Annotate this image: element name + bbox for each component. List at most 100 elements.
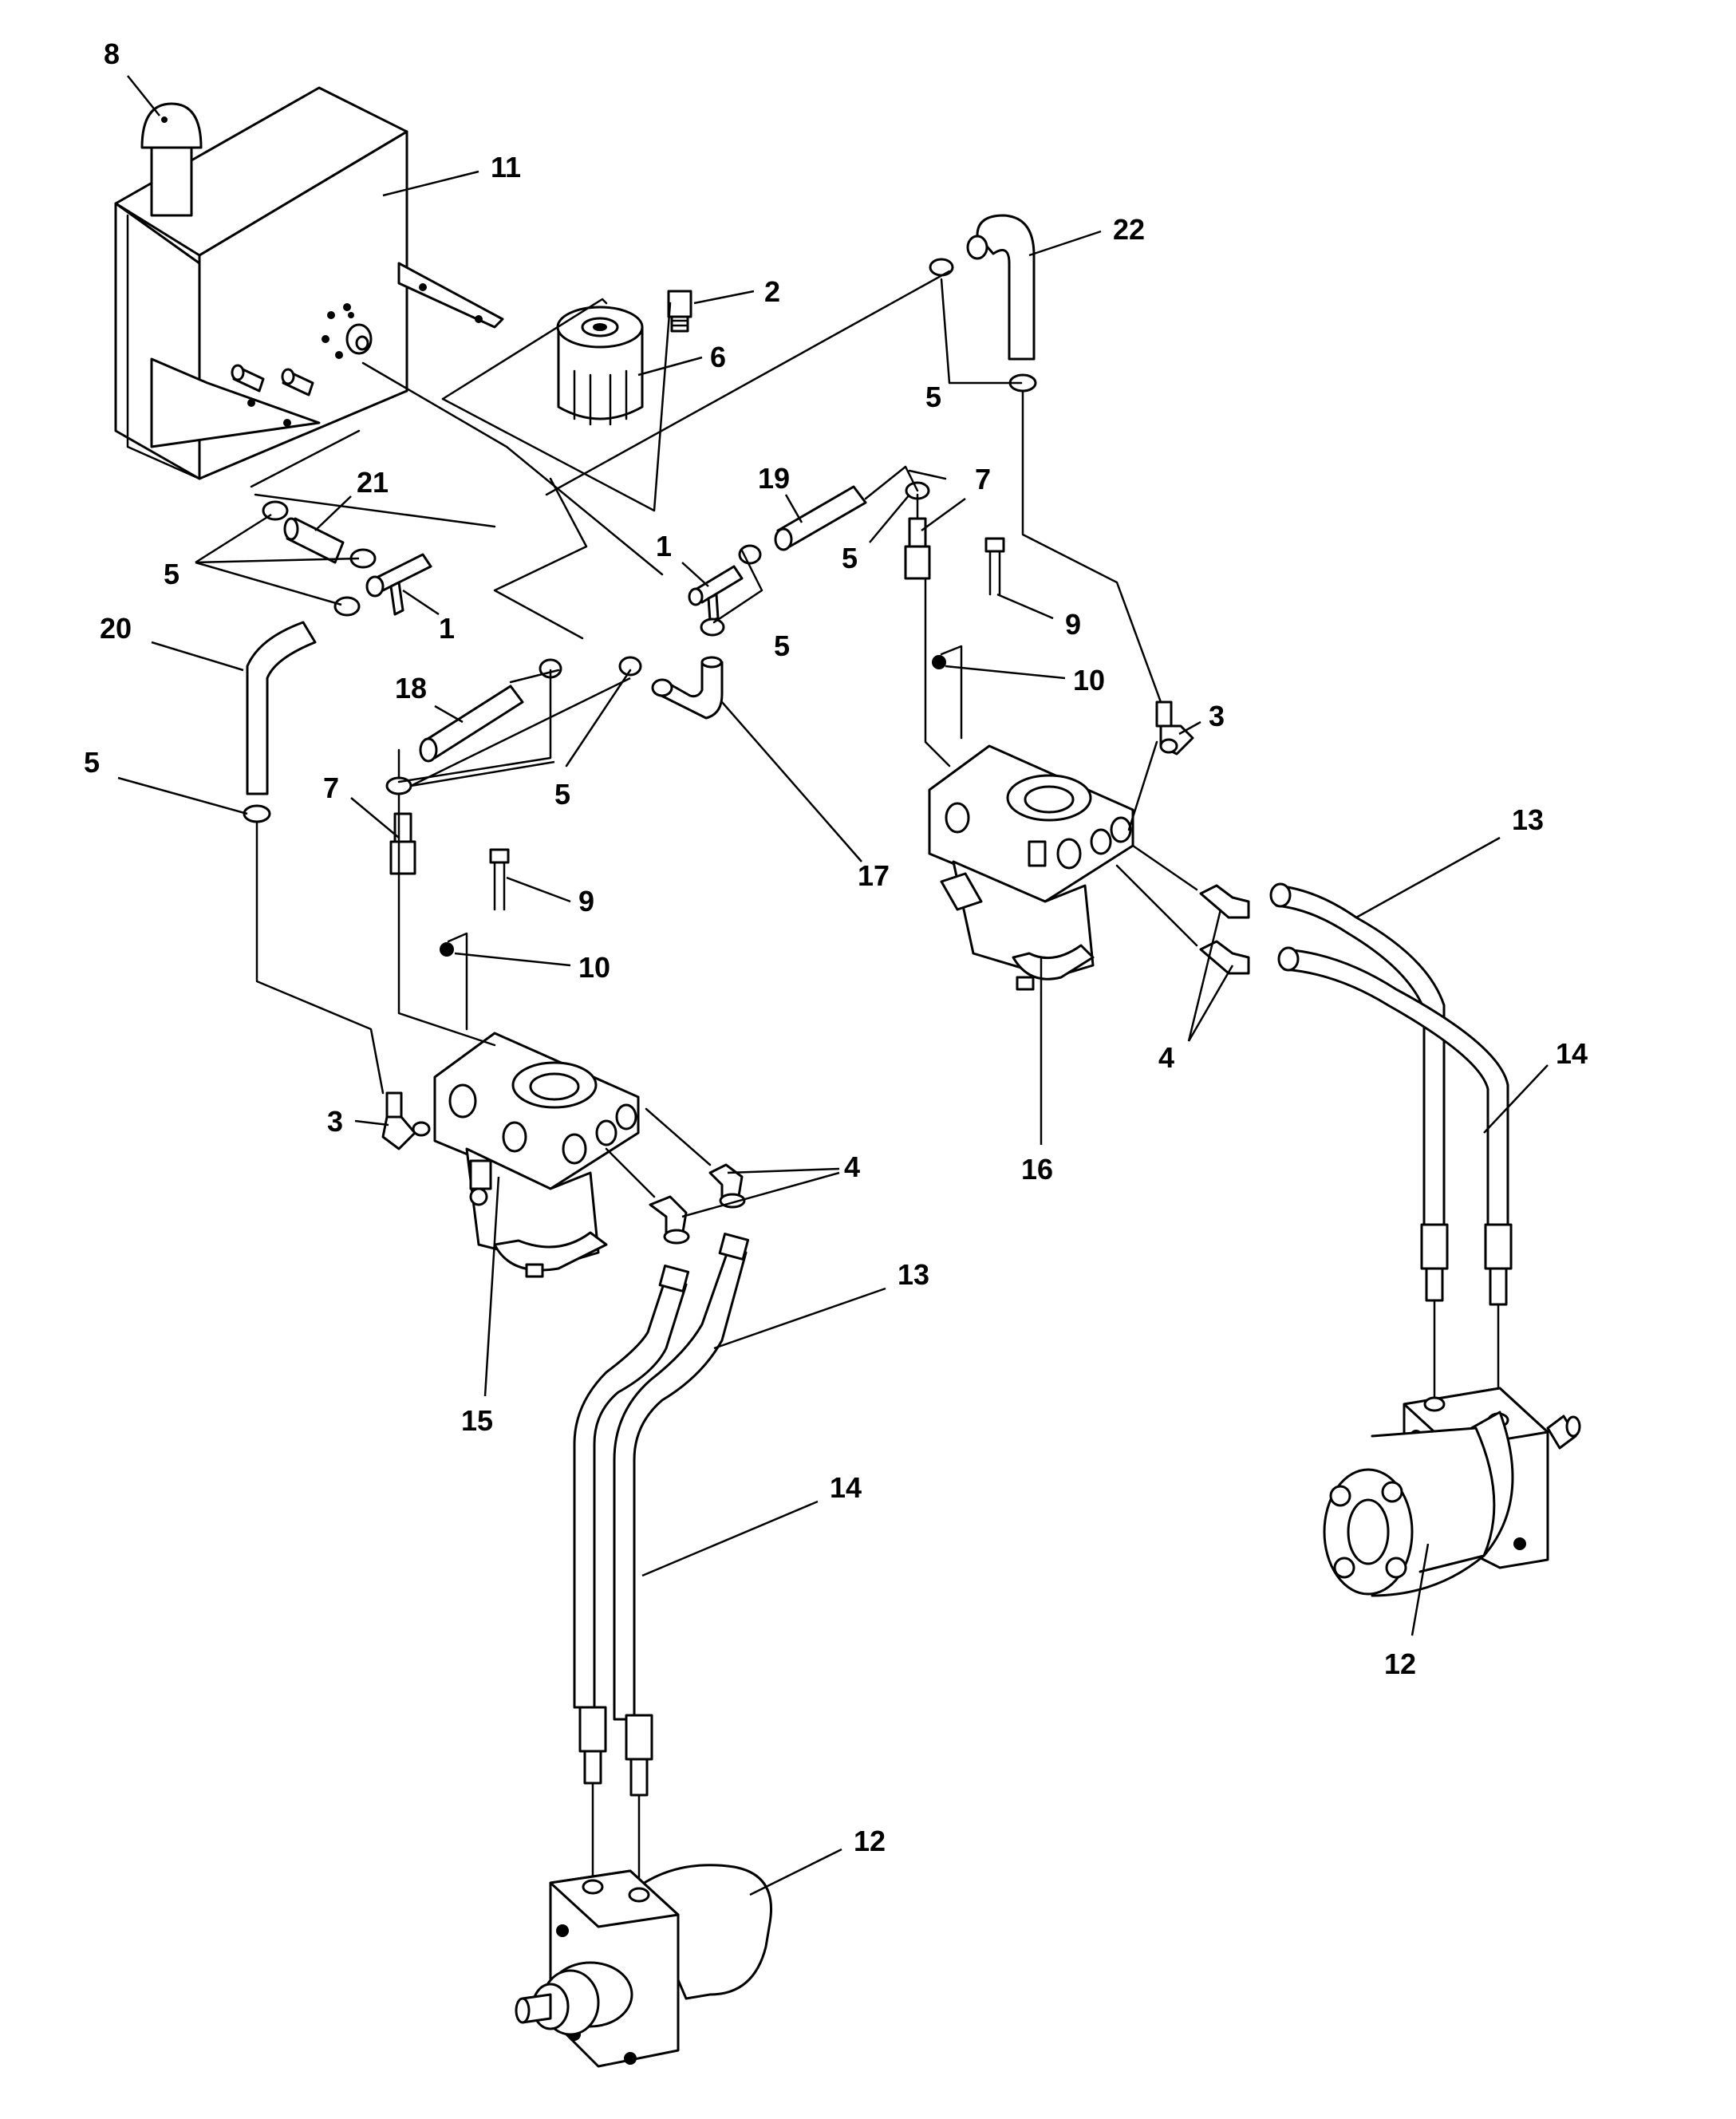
hydraulic-pump-left xyxy=(433,1032,640,1278)
callout-label: 11 xyxy=(491,151,521,183)
callout-label: 6 xyxy=(710,341,726,373)
callout-16: 16 xyxy=(1021,957,1053,1186)
fitting-2 xyxy=(667,290,692,333)
callout-19: 19 xyxy=(758,462,803,523)
callout-label: 19 xyxy=(758,462,790,495)
routing-lines xyxy=(250,270,1198,1198)
callout-10-right: 10 xyxy=(945,664,1105,696)
callout-10-left: 10 xyxy=(454,951,610,984)
callout-9-right: 9 xyxy=(996,593,1081,641)
callout-5-center: 5 xyxy=(774,629,790,662)
callout-5-hose22: 5 xyxy=(925,381,941,413)
hose-18 xyxy=(419,685,524,763)
nut-10-right xyxy=(932,645,963,740)
oil-filter xyxy=(556,306,644,426)
callout-label: 5 xyxy=(925,381,941,413)
bolt-9-left xyxy=(489,848,510,911)
hose-19 xyxy=(774,485,867,551)
callout-label: 1 xyxy=(656,530,672,562)
callout-17: 17 xyxy=(721,701,890,892)
callout-label: 9 xyxy=(578,885,594,917)
callout-3-right: 3 xyxy=(1178,700,1225,736)
elbow-fitting-3-left xyxy=(381,1091,431,1150)
callout-4-left: 4 xyxy=(681,1150,860,1218)
callout-label: 5 xyxy=(554,778,570,811)
tee-fitting-center xyxy=(688,565,744,622)
fitting-7-right xyxy=(904,517,931,580)
callout-13-left: 13 xyxy=(713,1258,929,1350)
callout-label: 12 xyxy=(854,1825,886,1857)
callout-5-top-center: 5 xyxy=(842,494,910,574)
callout-1-left: 1 xyxy=(402,589,455,645)
hose-17 xyxy=(651,656,724,720)
hoses-13-14-right xyxy=(1269,882,1513,1422)
callout-label: 14 xyxy=(1556,1037,1588,1070)
callout-18: 18 xyxy=(395,672,464,724)
callout-11: 11 xyxy=(382,151,521,197)
callout-7-left: 7 xyxy=(323,771,400,839)
callout-label: 10 xyxy=(578,951,610,984)
callout-label: 5 xyxy=(84,746,100,779)
callout-label: 7 xyxy=(323,771,339,804)
nut-10-left xyxy=(440,932,468,1031)
callout-label: 9 xyxy=(1065,608,1081,641)
bolt-9-right xyxy=(984,537,1005,596)
callout-label: 22 xyxy=(1113,213,1145,246)
callout-label: 10 xyxy=(1073,664,1105,696)
callout-label: 14 xyxy=(830,1471,862,1504)
tank-port-fitting xyxy=(322,303,373,359)
callout-label: 17 xyxy=(858,859,890,892)
hose-21 xyxy=(283,517,345,564)
callout-13-right: 13 xyxy=(1355,803,1544,919)
callout-9-left: 9 xyxy=(506,876,594,917)
callout-22: 22 xyxy=(1028,213,1145,257)
callout-7-right: 7 xyxy=(921,463,991,532)
callout-20: 20 xyxy=(100,612,244,672)
callout-14-left: 14 xyxy=(641,1471,862,1577)
filler-breather-cap xyxy=(140,102,203,217)
callout-label: 5 xyxy=(164,558,180,590)
callout-label: 1 xyxy=(439,612,455,645)
callout-label: 15 xyxy=(461,1404,493,1437)
callout-label: 5 xyxy=(842,542,858,574)
hydraulic-motor-right xyxy=(1323,1387,1581,1597)
clamps-left xyxy=(262,500,377,617)
hose-22 xyxy=(929,214,1037,393)
callout-12-right: 12 xyxy=(1384,1543,1430,1680)
callout-2: 2 xyxy=(693,275,780,308)
hydraulic-motor-left xyxy=(515,1864,772,2068)
callout-label: 20 xyxy=(100,612,132,645)
callout-label: 18 xyxy=(395,672,427,704)
callout-21: 21 xyxy=(314,466,389,531)
tank-outlet-fittings xyxy=(231,364,314,397)
callout-6: 6 xyxy=(637,341,726,377)
callout-8: 8 xyxy=(104,37,160,116)
callout-label: 5 xyxy=(774,629,790,662)
callout-label: 16 xyxy=(1021,1153,1053,1186)
callout-label: 21 xyxy=(357,466,389,499)
callout-label: 3 xyxy=(1209,700,1225,732)
callout-14-right: 14 xyxy=(1483,1037,1588,1134)
callout-label: 8 xyxy=(104,37,120,70)
elbow-fitting-3-right xyxy=(1155,700,1194,756)
fitting-7-left xyxy=(389,812,416,875)
callouts: 8 11 2 6 22 5 21 5 xyxy=(84,37,1588,1896)
callout-label: 4 xyxy=(844,1150,860,1183)
hydraulic-pump-right xyxy=(928,744,1134,991)
callout-1-center: 1 xyxy=(656,530,709,587)
callout-3-left: 3 xyxy=(327,1105,389,1138)
callout-12-left: 12 xyxy=(749,1825,886,1896)
callout-label: 2 xyxy=(764,275,780,308)
callout-label: 4 xyxy=(1158,1041,1174,1074)
tee-fitting-left xyxy=(365,553,432,616)
callout-5-lower-center: 5 xyxy=(410,677,631,811)
callout-4-right: 4 xyxy=(1158,909,1234,1074)
callout-label: 12 xyxy=(1384,1647,1416,1680)
callout-5-leftmid: 5 xyxy=(84,746,248,815)
callout-label: 13 xyxy=(1512,803,1544,836)
callout-label: 7 xyxy=(975,463,991,495)
hoses-13-14-left xyxy=(573,1233,750,1900)
callout-label: 3 xyxy=(327,1105,343,1138)
callout-label: 13 xyxy=(898,1258,929,1291)
